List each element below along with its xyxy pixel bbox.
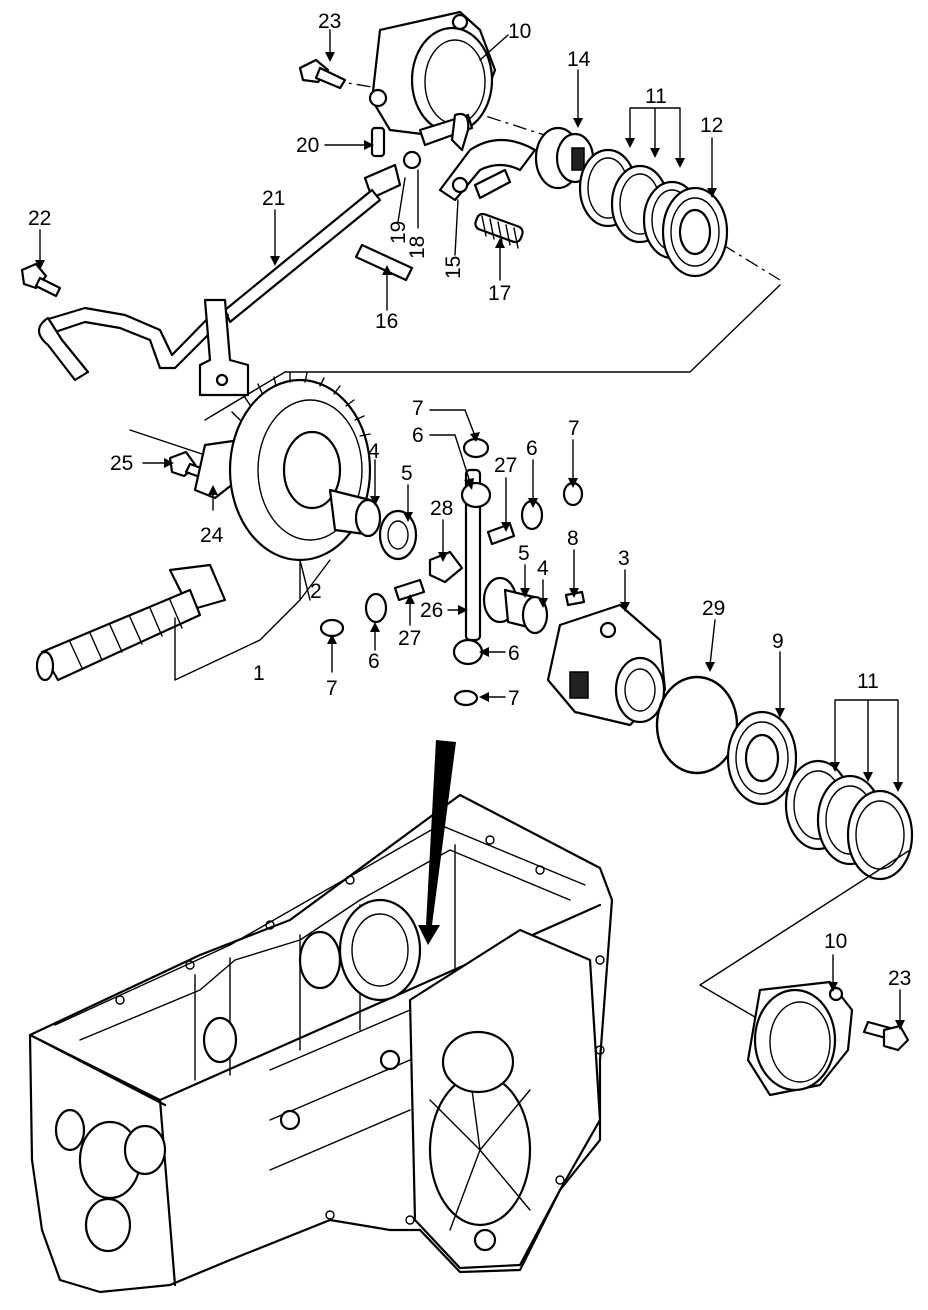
- side-gear-right: [482, 576, 549, 635]
- callout-29: 29: [702, 597, 725, 620]
- washers-7: [319, 481, 584, 707]
- bolt-23-bottom: [862, 1020, 910, 1052]
- pinion-shaft-1: [35, 563, 227, 682]
- side-gear-left: [328, 488, 418, 561]
- leader-1-bracket: [174, 559, 301, 681]
- callout-11-top: 11: [645, 85, 667, 108]
- callout-7-b: 7: [568, 417, 580, 440]
- spring-17: [474, 212, 524, 249]
- housing-10-top: [368, 10, 497, 137]
- callout-20: 20: [296, 134, 319, 157]
- pin-16: [354, 243, 414, 282]
- callout-4-b: 4: [537, 557, 549, 580]
- callout-labels: 23 10 14 11 12 20 21 22 19 18 15 17 16 7…: [28, 10, 911, 990]
- bolt-23-top: [298, 58, 347, 90]
- transmission-housing: [28, 793, 614, 1294]
- callout-17: 17: [488, 282, 511, 305]
- callout-18: 18: [406, 236, 429, 259]
- callout-7-d: 7: [508, 687, 520, 710]
- callout-6-d: 6: [508, 642, 520, 665]
- pin-27-upper: [486, 522, 516, 546]
- callout-leaders: [35, 29, 905, 1030]
- callout-19: 19: [387, 221, 410, 244]
- pin-8: [564, 590, 586, 607]
- callout-6-b: 6: [526, 437, 538, 460]
- callout-24: 24: [200, 524, 224, 547]
- install-arrow: [418, 740, 456, 945]
- bearing-12: [661, 186, 729, 278]
- callout-1: 1: [253, 662, 265, 685]
- callout-7-a: 7: [412, 397, 424, 420]
- callout-27-b: 27: [398, 627, 421, 650]
- callout-28: 28: [430, 497, 453, 520]
- pin-27-lower: [393, 578, 426, 602]
- shift-rod-21: [37, 163, 402, 397]
- cross-shaft-26: [428, 468, 482, 642]
- callout-16: 16: [375, 310, 398, 333]
- bearing-9: [726, 710, 798, 806]
- callout-6-a: 6: [412, 424, 424, 447]
- housing-10-bottom: [746, 980, 854, 1097]
- callout-12: 12: [700, 114, 723, 137]
- callout-8: 8: [567, 527, 579, 550]
- shift-fork-15: [402, 112, 537, 202]
- rings-11-bottom: [784, 759, 914, 881]
- callout-11-bottom: 11: [857, 670, 879, 693]
- callout-15: 15: [442, 256, 465, 279]
- leader-2: [299, 559, 331, 601]
- callout-14: 14: [567, 48, 591, 71]
- callout-23-top: 23: [318, 10, 341, 33]
- bolt-22: [20, 262, 62, 298]
- callout-21: 21: [262, 187, 285, 210]
- pinions-6: [364, 437, 544, 666]
- callout-23-bottom: 23: [888, 967, 911, 990]
- callout-6-c: 6: [368, 650, 380, 673]
- callout-4-a: 4: [368, 440, 380, 463]
- pin-20: [370, 126, 386, 158]
- callout-5-b: 5: [518, 542, 530, 565]
- callout-27-a: 27: [494, 454, 517, 477]
- callout-2: 2: [310, 580, 322, 603]
- snap-ring-29: [655, 675, 739, 775]
- callout-25: 25: [110, 452, 133, 475]
- callout-7-c: 7: [326, 677, 338, 700]
- callout-5-a: 5: [401, 462, 413, 485]
- leader-bracket-bottom: [699, 849, 911, 1021]
- callout-26: 26: [420, 599, 443, 622]
- callout-10-bottom: 10: [824, 930, 847, 953]
- seal-14: [534, 126, 595, 190]
- callout-10-top: 10: [508, 20, 531, 43]
- callout-22: 22: [28, 207, 51, 230]
- callout-3: 3: [618, 547, 630, 570]
- callout-9: 9: [772, 630, 784, 653]
- diff-case-3: [546, 603, 667, 727]
